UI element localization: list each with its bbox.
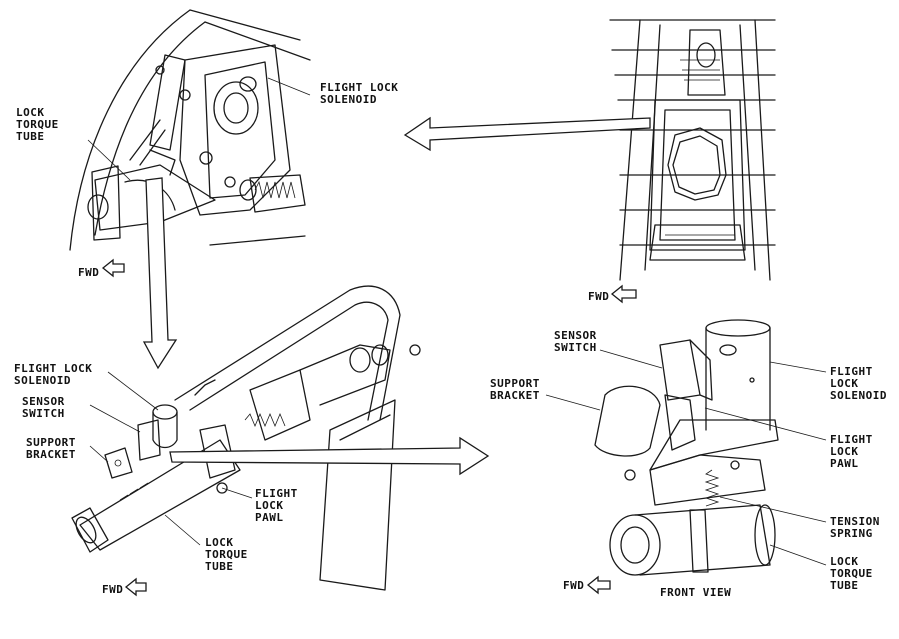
top-left-detail <box>69 9 311 370</box>
label-lock-torque-tube-bottom-left: LOCK TORQUE TUBE <box>205 536 248 573</box>
label-flight-lock-pawl-front-view: FLIGHT LOCK PAWL <box>830 433 873 470</box>
label-fwd-bottom-left: FWD <box>102 583 124 596</box>
bottom-left-assembly <box>71 285 490 597</box>
label-support-bracket-bottom-left: SUPPORT BRACKET <box>26 436 76 461</box>
label-flight-lock-pawl-bottom-left: FLIGHT LOCK PAWL <box>255 487 298 524</box>
label-flight-lock-solenoid-top: FLIGHT LOCK SOLENOID <box>320 81 399 106</box>
label-lock-torque-tube-top: LOCK TORQUE TUBE <box>16 106 59 143</box>
label-support-bracket-front-view: SUPPORT BRACKET <box>490 377 540 402</box>
bottom-right-front-view <box>545 319 827 595</box>
label-fwd-top-left: FWD <box>78 266 100 279</box>
label-lock-torque-tube-front-view: LOCK TORQUE TUBE <box>830 555 873 592</box>
label-tension-spring-front-view: TENSION SPRING <box>830 515 880 540</box>
label-fwd-front-view: FWD <box>563 579 585 592</box>
label-flight-lock-solenoid-bottom: FLIGHT LOCK SOLENOID <box>14 362 93 387</box>
label-flight-lock-solenoid-front-view: FLIGHT LOCK SOLENOID <box>830 365 887 402</box>
label-front-view-caption: FRONT VIEW <box>660 586 732 599</box>
label-fwd-top-right: FWD <box>588 290 610 303</box>
label-sensor-switch-front-view: SENSOR SWITCH <box>554 329 597 354</box>
label-sensor-switch-bottom-left: SENSOR SWITCH <box>22 395 65 420</box>
top-right-overview <box>403 19 776 304</box>
